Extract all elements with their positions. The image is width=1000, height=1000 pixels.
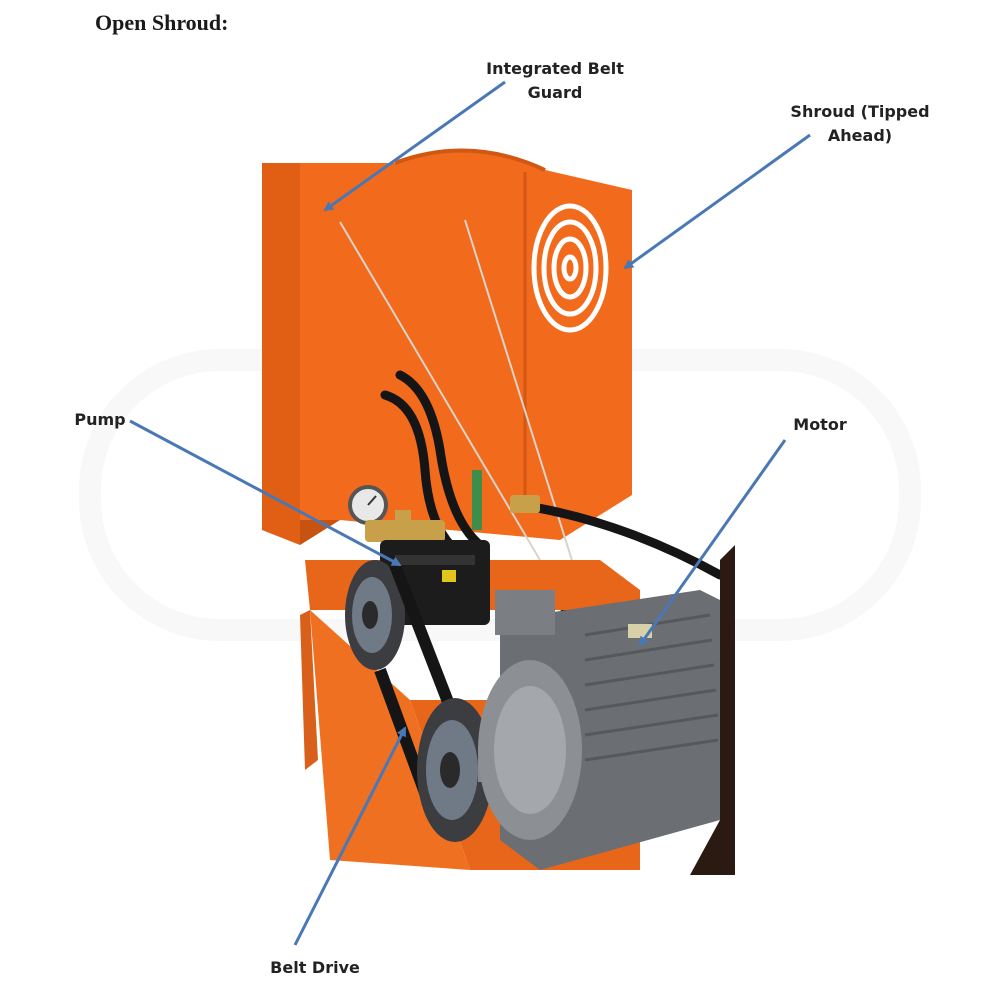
brass-fittings: [365, 470, 540, 542]
shroud-top-curve: [394, 148, 546, 172]
frame-right-post: [690, 545, 735, 875]
arrow-belt-drive: [293, 726, 407, 946]
callout-arrows: [129, 80, 811, 946]
label-motor: Motor: [793, 415, 847, 434]
arrow-motor: [638, 439, 787, 647]
motor-body: [478, 590, 720, 870]
pump-pulley: [345, 560, 405, 670]
arrow-integrated-belt-guard: [323, 80, 506, 212]
label-belt-drive: Belt Drive: [270, 958, 360, 977]
label-integrated-belt-guard: Integrated Belt Guard: [486, 59, 624, 102]
label-shroud: Shroud (Tipped Ahead): [790, 102, 930, 145]
arrow-pump: [129, 419, 402, 567]
label-pump: Pump: [74, 410, 126, 429]
vent-grille: [531, 203, 609, 333]
arrow-shroud: [623, 133, 811, 270]
pressure-gauge: [348, 485, 388, 525]
page-heading: Open Shroud:: [95, 10, 229, 35]
